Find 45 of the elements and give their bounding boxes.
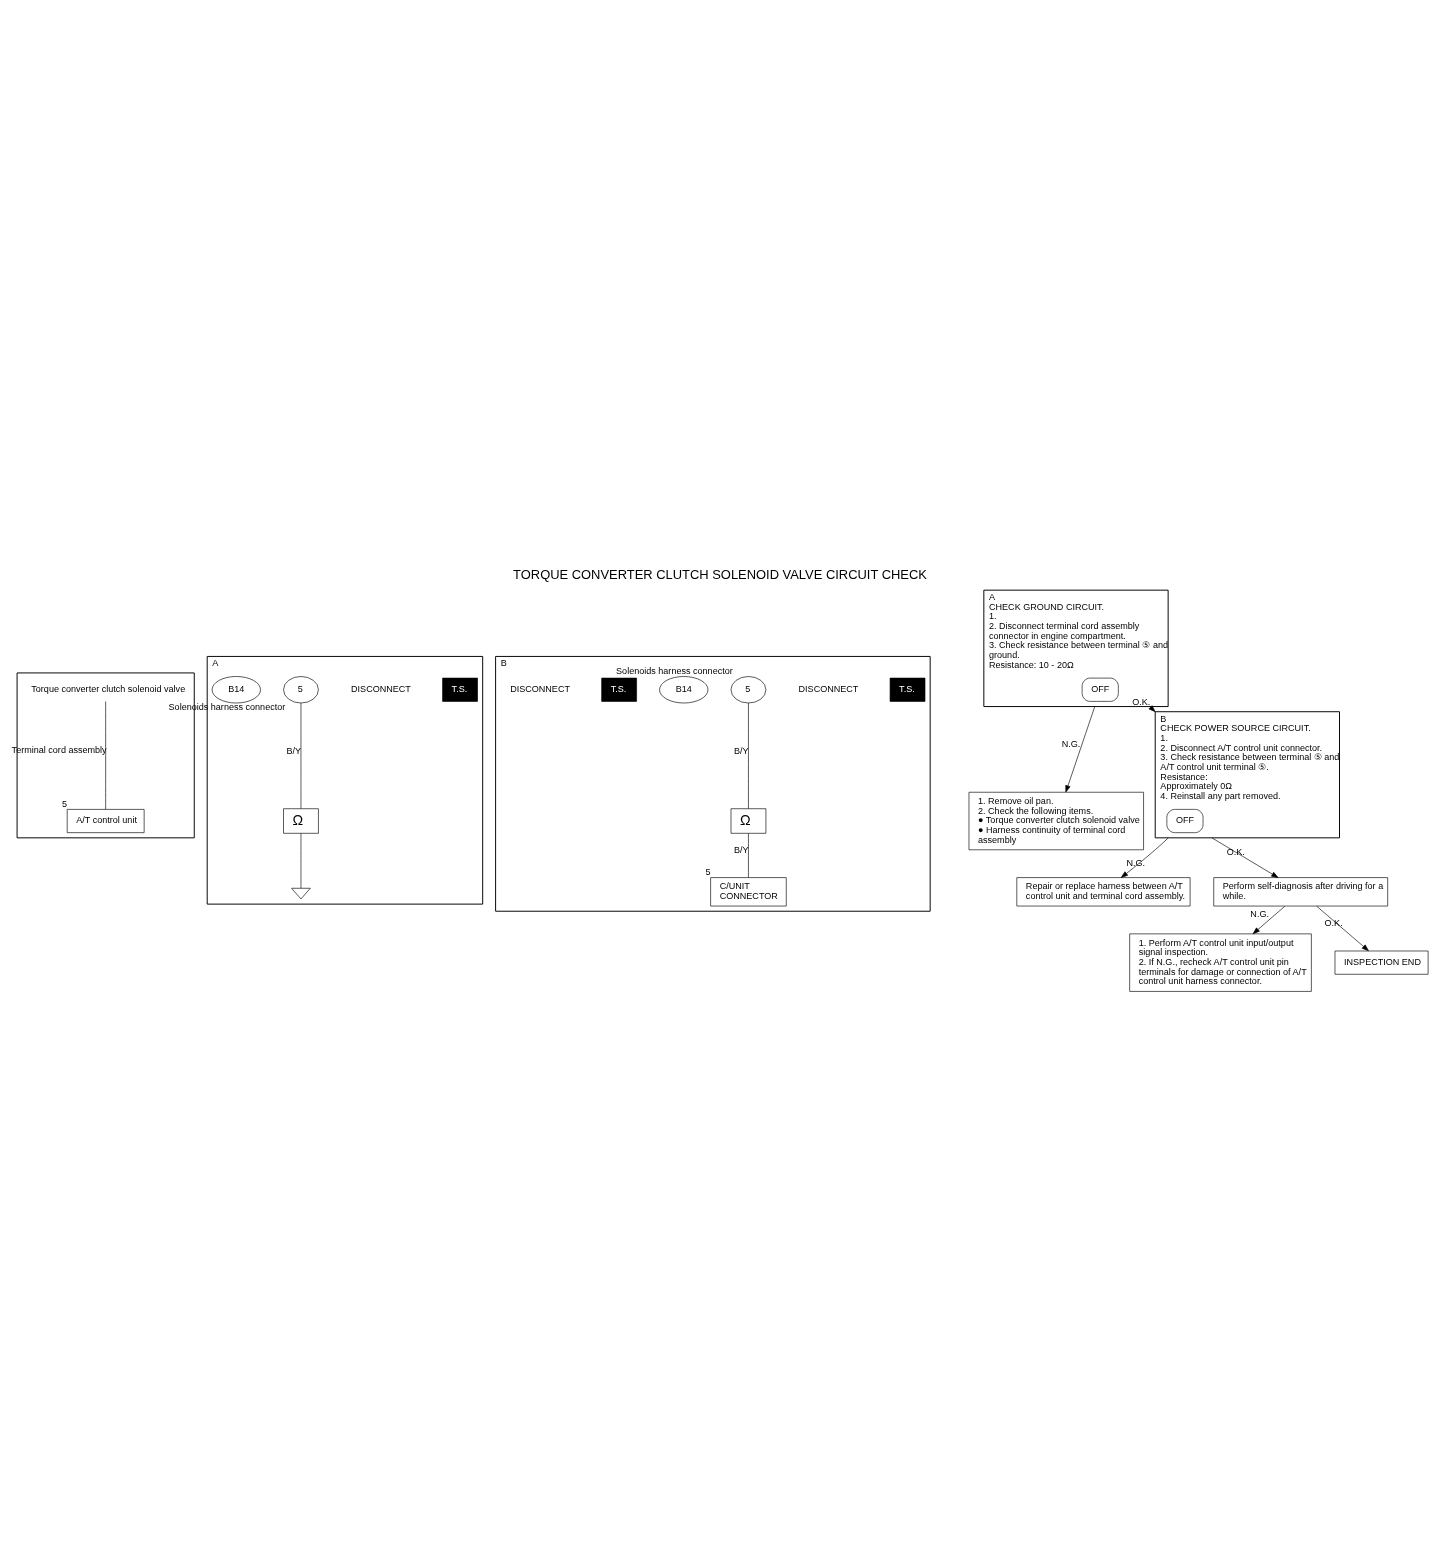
node-ellipse: 5: [283, 675, 319, 703]
node-label: A: [989, 591, 996, 602]
edge-label: O.K.: [1132, 696, 1151, 707]
node-text: DISCONNECT: [351, 683, 411, 694]
arrow: [1065, 705, 1096, 792]
node-text: DISCONNECT: [798, 683, 859, 694]
node-text: DISCONNECT: [510, 683, 570, 694]
node-box: C/UNIT CONNECTOR: [710, 876, 787, 906]
edge-label: B/Y: [734, 844, 749, 855]
node-ellipse: B14: [211, 675, 261, 703]
connector: [748, 832, 749, 878]
edge-label: N.G.: [1126, 857, 1146, 868]
node-box: A/T control unit: [66, 808, 145, 833]
node-box: 1. Perform A/T control unit input/output signal inspection. 2. If N.G., recheck A/T control unit pin terminals for damage or connection of A/T control unit harness connector.: [1129, 933, 1312, 992]
edge-label: N.G.: [1250, 908, 1269, 919]
node-box: T.S.: [889, 677, 926, 702]
arrow: [1252, 905, 1286, 934]
node-box: Repair or replace harness between A/T control unit and terminal cord assembly.: [1016, 876, 1191, 906]
node-text: Torque converter clutch solenoid valve: [31, 683, 186, 694]
edge-label: O.K.: [1226, 846, 1245, 857]
arrow: [1316, 905, 1369, 951]
node-box: T.S.: [601, 677, 637, 702]
arrow: [1211, 837, 1279, 878]
diagram-title: TORQUE CONVERTER CLUTCH SOLENOID VALVE CIRCUIT CHECK: [513, 566, 927, 582]
edge-label: N.G.: [1061, 738, 1081, 749]
edge-label: O.K.: [1324, 917, 1343, 928]
node-label: 5: [62, 798, 68, 809]
connector: [748, 702, 749, 809]
arrow: [1120, 837, 1169, 878]
edge-label: B/Y: [286, 745, 302, 756]
node-box: OFF: [1166, 808, 1204, 833]
node-label: 5: [705, 866, 711, 877]
node-ground: [291, 887, 311, 899]
node-box: INSPECTION END: [1334, 950, 1429, 975]
node-label: Solenoids harness connector: [616, 665, 733, 676]
node-label: B: [1160, 713, 1167, 724]
node-box: Perform self-diagnosis after driving for a while.: [1213, 876, 1388, 906]
node-box: OFF: [1081, 677, 1119, 702]
edge-label: B/Y: [734, 745, 749, 756]
node-box: T.S.: [442, 677, 478, 702]
node-box: Ω: [283, 807, 319, 834]
node-ellipse: 5: [730, 675, 767, 703]
node-box: Ω: [730, 807, 767, 834]
node-ellipse: B14: [659, 675, 709, 703]
node-box: 1. Remove oil pan. 2. Check the following items. ● Torque converter clutch solenoid valve ● Harness continuity of terminal cord assembly: [968, 791, 1144, 850]
